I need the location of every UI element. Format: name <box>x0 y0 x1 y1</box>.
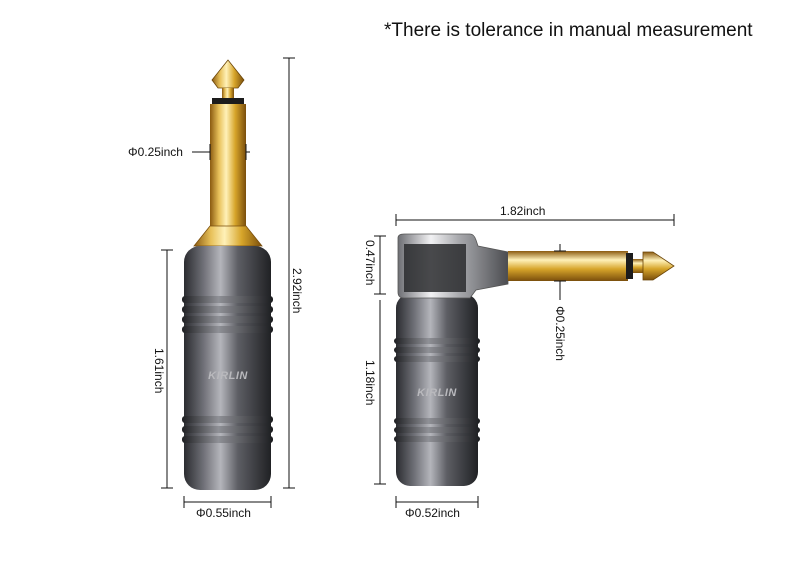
straight-tip-diameter-label: Φ0.25inch <box>128 145 183 159</box>
angled-plug-upper-grip <box>394 338 480 362</box>
angled-plug-tip-neck <box>633 259 643 273</box>
straight-plug-upper-grip <box>182 296 273 333</box>
straight-plug-brand: KIRLIN <box>208 370 248 382</box>
angled-plug-brand: KIRLIN <box>417 387 457 399</box>
tolerance-note: *There is tolerance in manual measuremen… <box>384 20 753 41</box>
straight-plug-tip <box>211 59 245 89</box>
straight-body-length-label: 1.61inch <box>152 348 166 393</box>
angled-plug: KIRLIN <box>394 233 675 486</box>
angled-body-length-label: 1.18inch <box>363 360 377 405</box>
angled-plug-shaft <box>508 251 628 281</box>
angled-plug-lower-grip <box>394 418 480 442</box>
straight-plug: KIRLIN <box>182 59 273 490</box>
angled-overall-length-label: 1.82inch <box>500 204 545 218</box>
straight-total-length-label: 2.92inch <box>290 268 304 313</box>
angled-tip-diameter-label: Φ0.25inch <box>553 306 567 361</box>
straight-plug-tip-neck <box>222 88 234 98</box>
angled-plug-dimensions <box>374 214 675 508</box>
angled-plug-insulator <box>626 253 633 279</box>
straight-plug-lower-grip <box>182 416 273 443</box>
straight-body-diameter-label: Φ0.55inch <box>196 506 251 520</box>
angled-head-height-label: 0.47inch <box>363 240 377 285</box>
straight-plug-shaft <box>210 104 246 228</box>
angled-body-diameter-label: Φ0.52inch <box>405 506 460 520</box>
straight-plug-collar <box>193 225 263 247</box>
straight-plug-body <box>184 246 271 490</box>
straight-plug-dimensions <box>161 57 295 508</box>
angled-plug-head-face <box>404 244 466 292</box>
straight-plug-insulator <box>212 98 244 104</box>
angled-plug-tip <box>642 251 675 281</box>
